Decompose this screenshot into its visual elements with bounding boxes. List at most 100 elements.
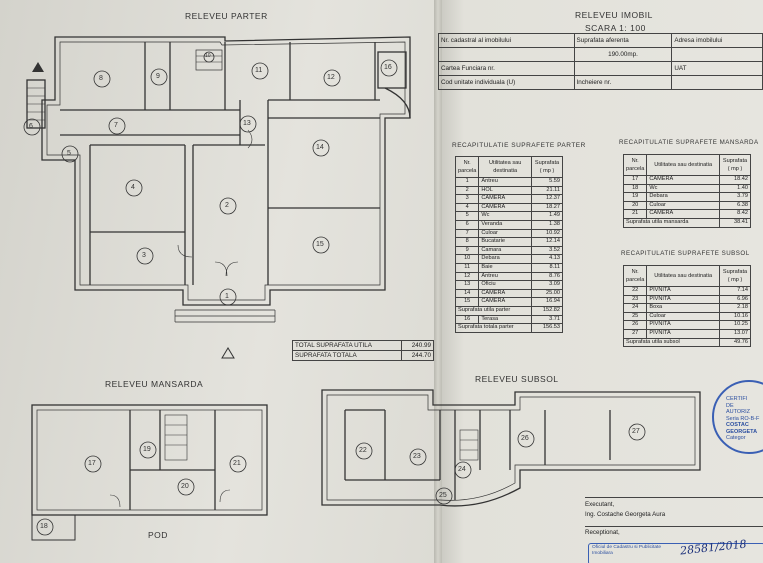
cell-nr: 27 bbox=[622, 328, 648, 339]
col-utilitatea: Utilitatea sau destinatia bbox=[646, 154, 720, 176]
cell-utilitatea: HOL bbox=[478, 185, 532, 196]
room-number: 20 bbox=[181, 483, 189, 490]
cell-suprafata: 10.16 bbox=[719, 311, 751, 322]
cell-suprafata: 21.11 bbox=[531, 185, 563, 196]
cell-suprafata: 5.59 bbox=[531, 177, 563, 187]
room-marker-27 bbox=[628, 423, 646, 441]
cell-suprafata: 1.38 bbox=[531, 219, 563, 230]
mansarda-summary-table: Nr. parcela Utilitatea sau destinatia Su… bbox=[622, 154, 751, 228]
cell-nr: 17 bbox=[622, 175, 648, 185]
cell-nr: 14 bbox=[454, 288, 480, 299]
total-totala-value: 244.70 bbox=[400, 350, 435, 361]
room-number: 27 bbox=[632, 428, 640, 435]
room-number: 11 bbox=[255, 67, 263, 74]
cell-suprafata: 1.40 bbox=[719, 183, 751, 194]
cell-nr: 20 bbox=[622, 200, 648, 211]
cell-suprafata: 13.07 bbox=[719, 328, 751, 339]
cell-nr: 19 bbox=[622, 192, 648, 202]
parter-summary-table: Nr. parcela Utilitatea sau destinatia Su… bbox=[454, 156, 563, 333]
room-number: 15 bbox=[316, 241, 324, 248]
title-releveu-subsol: RELEVEU SUBSOL bbox=[475, 374, 559, 384]
room-marker-6 bbox=[23, 118, 41, 136]
cell-nr: 12 bbox=[454, 271, 480, 282]
room-marker-26 bbox=[517, 430, 535, 448]
room-marker-21 bbox=[229, 455, 247, 473]
label-pod: POD bbox=[148, 530, 168, 540]
cell-utilitatea: Culoar bbox=[478, 228, 532, 239]
receptionat-label: Receptionat, bbox=[585, 526, 763, 536]
cell-utilitatea: PIVNITA bbox=[646, 320, 720, 330]
parter-utila-label: Suprafata utila parter bbox=[455, 305, 532, 316]
cell-nr: 5 bbox=[454, 211, 480, 221]
room-number: 2 bbox=[225, 202, 229, 209]
room-number: 17 bbox=[88, 460, 96, 467]
cell-nr: 25 bbox=[622, 311, 648, 322]
cell-utilitatea: Oficiu bbox=[478, 280, 532, 290]
uat-label: UAT bbox=[671, 61, 763, 76]
total-totala-label: SUPRAFATA TOTALA bbox=[292, 350, 402, 361]
cell-nr: 3 bbox=[454, 194, 480, 204]
cell-utilitatea: CAMERA bbox=[478, 202, 532, 213]
cell-utilitatea: PIVNITA bbox=[646, 328, 720, 339]
cell-nr: 10 bbox=[454, 254, 480, 264]
room-number: 6 bbox=[29, 123, 33, 130]
terasa-value: 3.71 bbox=[531, 314, 563, 325]
room-marker-10 bbox=[203, 51, 215, 63]
room-marker-2 bbox=[219, 197, 237, 215]
room-marker-25 bbox=[435, 487, 453, 505]
room-number: 8 bbox=[99, 75, 103, 82]
col-utilitatea: Utilitatea sau destinatia bbox=[478, 156, 532, 178]
room-number: 9 bbox=[156, 73, 160, 80]
mansarda-outline bbox=[31, 404, 268, 516]
room-number: 16 bbox=[384, 64, 392, 71]
cadastral-label: Nr. cadastral al imobilului bbox=[438, 33, 575, 48]
cell-utilitatea: Boxa bbox=[646, 303, 720, 313]
title-scara: SCARA 1: 100 bbox=[585, 23, 646, 33]
subsol-summary-title: RECAPITULATIE SUPRAFETE SUBSOL bbox=[621, 250, 750, 257]
left-page bbox=[0, 0, 438, 563]
cell-utilitatea: CAMERA bbox=[478, 288, 532, 299]
cell-nr: 22 bbox=[622, 286, 648, 296]
cell-utilitatea: Wc bbox=[646, 183, 720, 194]
cell-utilitatea: Camara bbox=[478, 245, 532, 256]
page-fold bbox=[434, 0, 442, 563]
carte-label: Cartea Funciara nr. bbox=[438, 61, 575, 76]
cell-nr: 13 bbox=[454, 280, 480, 290]
room-marker-1 bbox=[219, 288, 237, 306]
cell-utilitatea: Wc bbox=[478, 211, 532, 221]
cell-nr: 26 bbox=[622, 320, 648, 330]
room-number: 22 bbox=[359, 447, 367, 454]
adresa-value bbox=[671, 47, 763, 62]
room-marker-18 bbox=[36, 518, 54, 536]
suprafata-value: 190.00mp. bbox=[573, 47, 673, 62]
mansarda-utila-label: Suprafata utila mansarda bbox=[623, 217, 720, 228]
room-number: 12 bbox=[327, 74, 335, 81]
room-marker-24 bbox=[454, 461, 472, 479]
cell-suprafata: 8.42 bbox=[719, 209, 751, 219]
room-number: 25 bbox=[439, 492, 447, 499]
carte-value bbox=[573, 61, 673, 76]
parter-summary-title: RECAPITULATIE SUPRAFETE PARTER bbox=[452, 142, 586, 149]
room-number: 24 bbox=[458, 466, 466, 473]
room-number: 21 bbox=[233, 460, 241, 467]
room-number: 19 bbox=[143, 446, 151, 453]
cell-suprafata: 7.14 bbox=[719, 286, 751, 296]
cell-utilitatea: Culoar bbox=[646, 311, 720, 322]
col-nr: Nr. parcela bbox=[622, 265, 648, 287]
col-suprafata: Suprafata ( mp ) bbox=[719, 154, 751, 176]
total-utila-label: TOTAL SUPRAFATA UTILA bbox=[292, 340, 402, 351]
subsol-outline bbox=[321, 389, 701, 507]
cell-suprafata: 12.14 bbox=[531, 237, 563, 247]
